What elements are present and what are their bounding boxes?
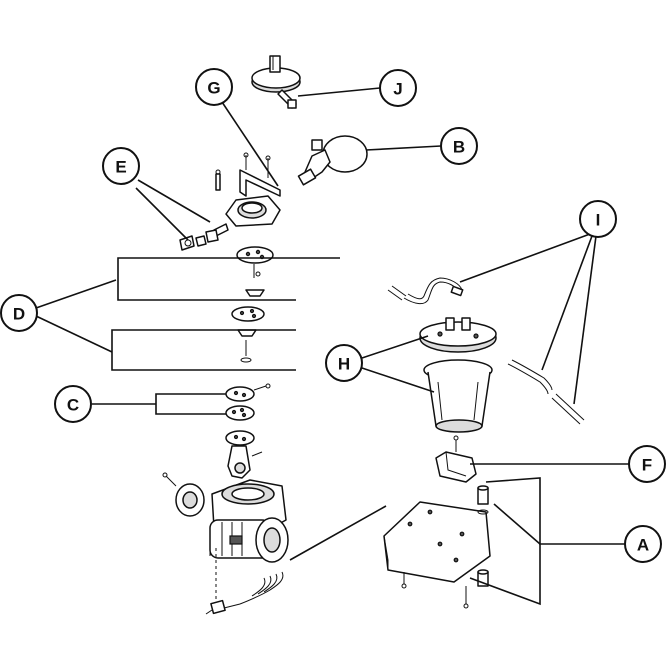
part-holder-clip (435, 435, 477, 483)
callout-b: B (440, 127, 478, 165)
callout-d-label: D (13, 305, 25, 324)
part-diaphragm-discs (225, 383, 271, 446)
callout-g: G (195, 68, 233, 106)
callout-h: H (325, 344, 363, 382)
part-motor (209, 479, 289, 563)
callout-i: I (579, 200, 617, 238)
callout-h-label: H (338, 355, 350, 374)
part-float-valve (297, 135, 368, 186)
callout-b-label: B (453, 138, 465, 157)
callout-j: J (379, 69, 417, 107)
part-fan-disc (162, 472, 205, 517)
callout-g-label: G (207, 79, 220, 98)
callout-a: A (624, 525, 662, 563)
callout-e-label: E (115, 158, 126, 177)
leader-lines (35, 87, 629, 606)
part-canister (419, 317, 497, 433)
part-power-cord (205, 548, 284, 615)
callout-a-label: A (637, 536, 649, 555)
callout-c-label: C (67, 396, 79, 415)
callout-e: E (102, 147, 140, 185)
callout-d: D (0, 294, 38, 332)
part-fittings (179, 229, 219, 251)
part-valve-plate-stack (231, 246, 274, 363)
part-tube-set (387, 277, 585, 425)
callout-c: C (54, 385, 92, 423)
part-filter (251, 55, 301, 109)
part-bracket (239, 152, 281, 197)
callout-i-label: I (596, 211, 601, 230)
callout-f-label: F (642, 456, 652, 475)
part-connecting-rod (227, 445, 263, 479)
callout-f: F (628, 445, 666, 483)
part-pump-head (213, 169, 281, 237)
part-base-plate (383, 485, 491, 609)
callout-j-label: J (393, 80, 402, 99)
